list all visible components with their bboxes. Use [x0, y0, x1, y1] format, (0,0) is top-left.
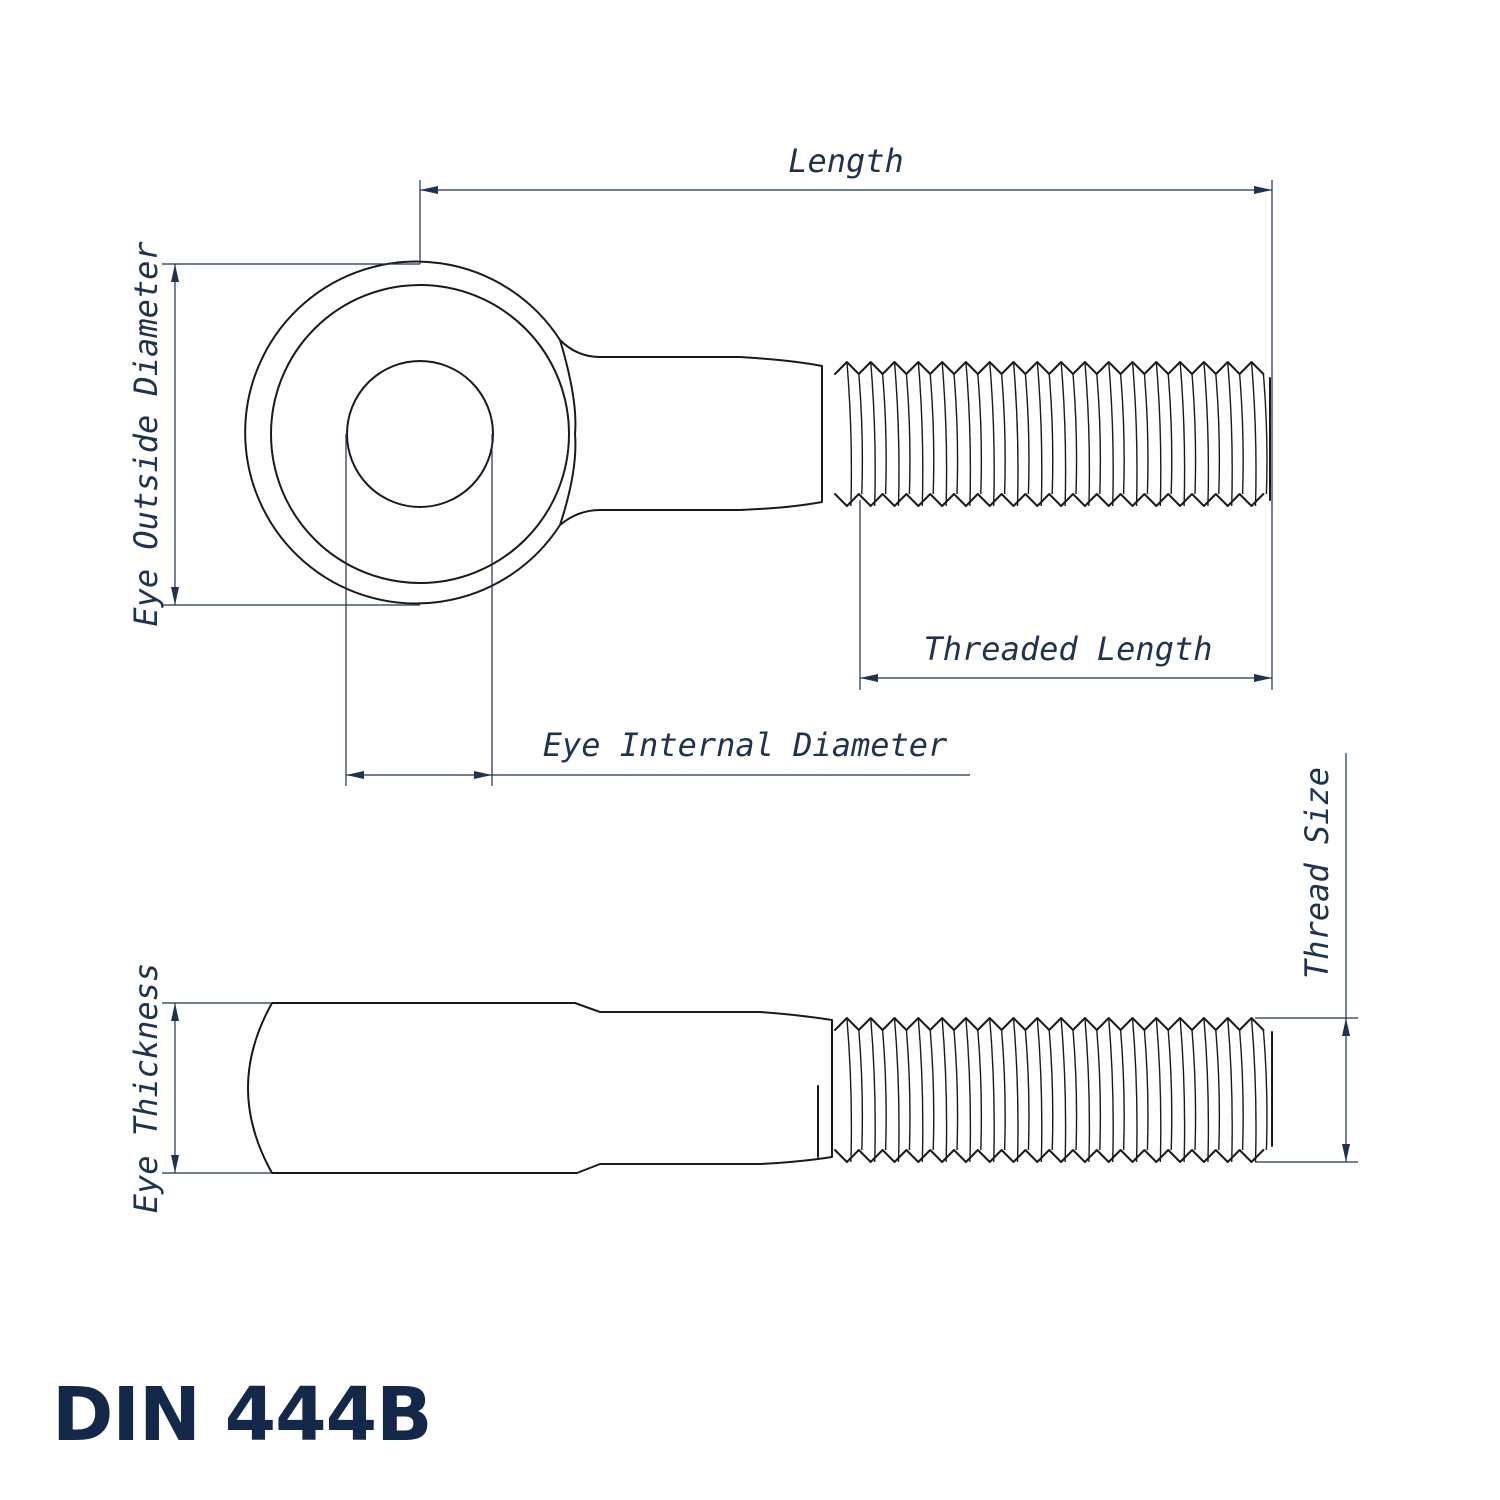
- thread-root-line: [1119, 1029, 1125, 1151]
- thread-crest-line: [1084, 361, 1091, 507]
- thread-crest-line: [941, 361, 948, 507]
- thread-crest-line: [917, 1017, 924, 1163]
- thread-profile-bottom: [834, 493, 1265, 507]
- thread-crest-line: [1131, 1017, 1138, 1163]
- thread-root-line: [881, 1029, 887, 1151]
- thread-root-line: [1024, 373, 1030, 495]
- thread-root-line: [858, 373, 864, 495]
- thread-crest-line: [846, 361, 853, 507]
- eye-outside-diameter-dimension: Eye Outside Diameter: [127, 241, 420, 627]
- thread-root-line: [953, 1029, 959, 1151]
- thread-top: [834, 361, 1268, 507]
- thread-crest-line: [965, 361, 972, 507]
- thread-root-line: [1072, 373, 1078, 495]
- thread-crest-line: [846, 1017, 853, 1163]
- thread-root-line: [953, 373, 959, 495]
- thread-crest-line: [1084, 1017, 1091, 1163]
- thread-root-line: [858, 1029, 864, 1151]
- thread-crest-line: [1131, 361, 1138, 507]
- thread-profile-bottom: [834, 1149, 1265, 1163]
- eye-outside-diameter-label: Eye Outside Diameter: [127, 241, 165, 627]
- thread-side: [834, 1017, 1268, 1163]
- thread-root-line: [905, 1029, 911, 1151]
- thread-root-line: [881, 373, 887, 495]
- thread-root-line: [929, 373, 935, 495]
- thread-root-line: [1096, 1029, 1102, 1151]
- thread-crest-line: [917, 361, 924, 507]
- thread-profile-top: [834, 1017, 1265, 1031]
- length-dimension: Length: [419, 142, 1273, 690]
- thread-root-line: [1119, 373, 1125, 495]
- thread-size-label: Thread Size: [1298, 767, 1336, 979]
- thread-crest-line: [989, 1017, 995, 1163]
- eye-internal-diameter-label: Eye Internal Diameter: [543, 726, 948, 764]
- thread-root-line: [929, 1029, 935, 1151]
- threaded-length-label: Threaded Length: [924, 630, 1213, 668]
- length-label: Length: [788, 142, 904, 180]
- eye-inner-ring: [270, 284, 570, 584]
- standard-title: DIN 444B: [52, 1372, 433, 1458]
- thread-crest-line: [1060, 361, 1067, 507]
- eye-bolt-side-view: [247, 1002, 1273, 1174]
- thread-crest-line: [989, 361, 995, 507]
- thread-crest-line: [893, 361, 900, 507]
- thread-root-line: [1000, 1029, 1006, 1151]
- side-body-outline: [247, 1002, 833, 1174]
- thread-root-line: [1215, 1029, 1221, 1151]
- thread-root-line: [977, 1029, 983, 1151]
- thread-crest-line: [1036, 1017, 1043, 1163]
- thread-root-line: [1072, 1029, 1078, 1151]
- thread-crest-line: [893, 1017, 900, 1163]
- thread-crest-line: [1060, 1017, 1067, 1163]
- eye-thickness-dimension: Eye Thickness: [127, 963, 272, 1213]
- thread-root-line: [1191, 373, 1197, 495]
- thread-root-line: [1096, 373, 1102, 495]
- thread-crest-line: [965, 1017, 972, 1163]
- thread-crest-line: [1227, 361, 1233, 507]
- thread-root-line: [1048, 1029, 1054, 1151]
- threaded-length-dimension: Threaded Length: [859, 500, 1272, 690]
- thread-crest-line: [1203, 361, 1210, 507]
- thread-crest-line: [1179, 1017, 1186, 1163]
- eye-thickness-label: Eye Thickness: [127, 963, 165, 1213]
- thread-crest-line: [1036, 361, 1043, 507]
- thread-root-line: [1143, 1029, 1149, 1151]
- thread-profile-top: [834, 361, 1265, 375]
- thread-root-line: [1167, 1029, 1173, 1151]
- thread-root-line: [1238, 1029, 1244, 1151]
- thread-crest-line: [1012, 1017, 1019, 1163]
- thread-crest-line: [870, 1017, 876, 1163]
- thread-crest-line: [941, 1017, 948, 1163]
- eye-internal-diameter-dimension: Eye Internal Diameter: [345, 434, 970, 786]
- thread-root-line: [905, 373, 911, 495]
- thread-root-line: [1143, 373, 1149, 495]
- thread-root-line: [1000, 373, 1006, 495]
- thread-crest-line: [1250, 361, 1257, 507]
- thread-root-line: [1215, 373, 1221, 495]
- thread-crest-line: [1108, 361, 1114, 507]
- thread-root-line: [1191, 1029, 1197, 1151]
- thread-crest-line: [1155, 1017, 1162, 1163]
- thread-crest-line: [1108, 1017, 1114, 1163]
- thread-crest-line: [1227, 1017, 1233, 1163]
- thread-crest-line: [1179, 361, 1186, 507]
- thread-crest-line: [1012, 361, 1019, 507]
- thread-root-line: [1262, 1029, 1268, 1151]
- thread-size-dimension: Thread Size: [1255, 753, 1358, 1163]
- thread-root-line: [1167, 373, 1173, 495]
- thread-root-line: [1048, 373, 1054, 495]
- thread-root-line: [1262, 373, 1268, 495]
- thread-crest-line: [1155, 361, 1162, 507]
- thread-root-line: [1024, 1029, 1030, 1151]
- eye-hole: [346, 360, 494, 508]
- thread-root-line: [977, 373, 983, 495]
- thread-crest-line: [870, 361, 876, 507]
- thread-crest-line: [1250, 1017, 1257, 1163]
- eye-outer-outline: [244, 260, 823, 605]
- eye-bolt-top-view: [244, 260, 1271, 605]
- thread-root-line: [1238, 373, 1244, 495]
- thread-crest-line: [1203, 1017, 1210, 1163]
